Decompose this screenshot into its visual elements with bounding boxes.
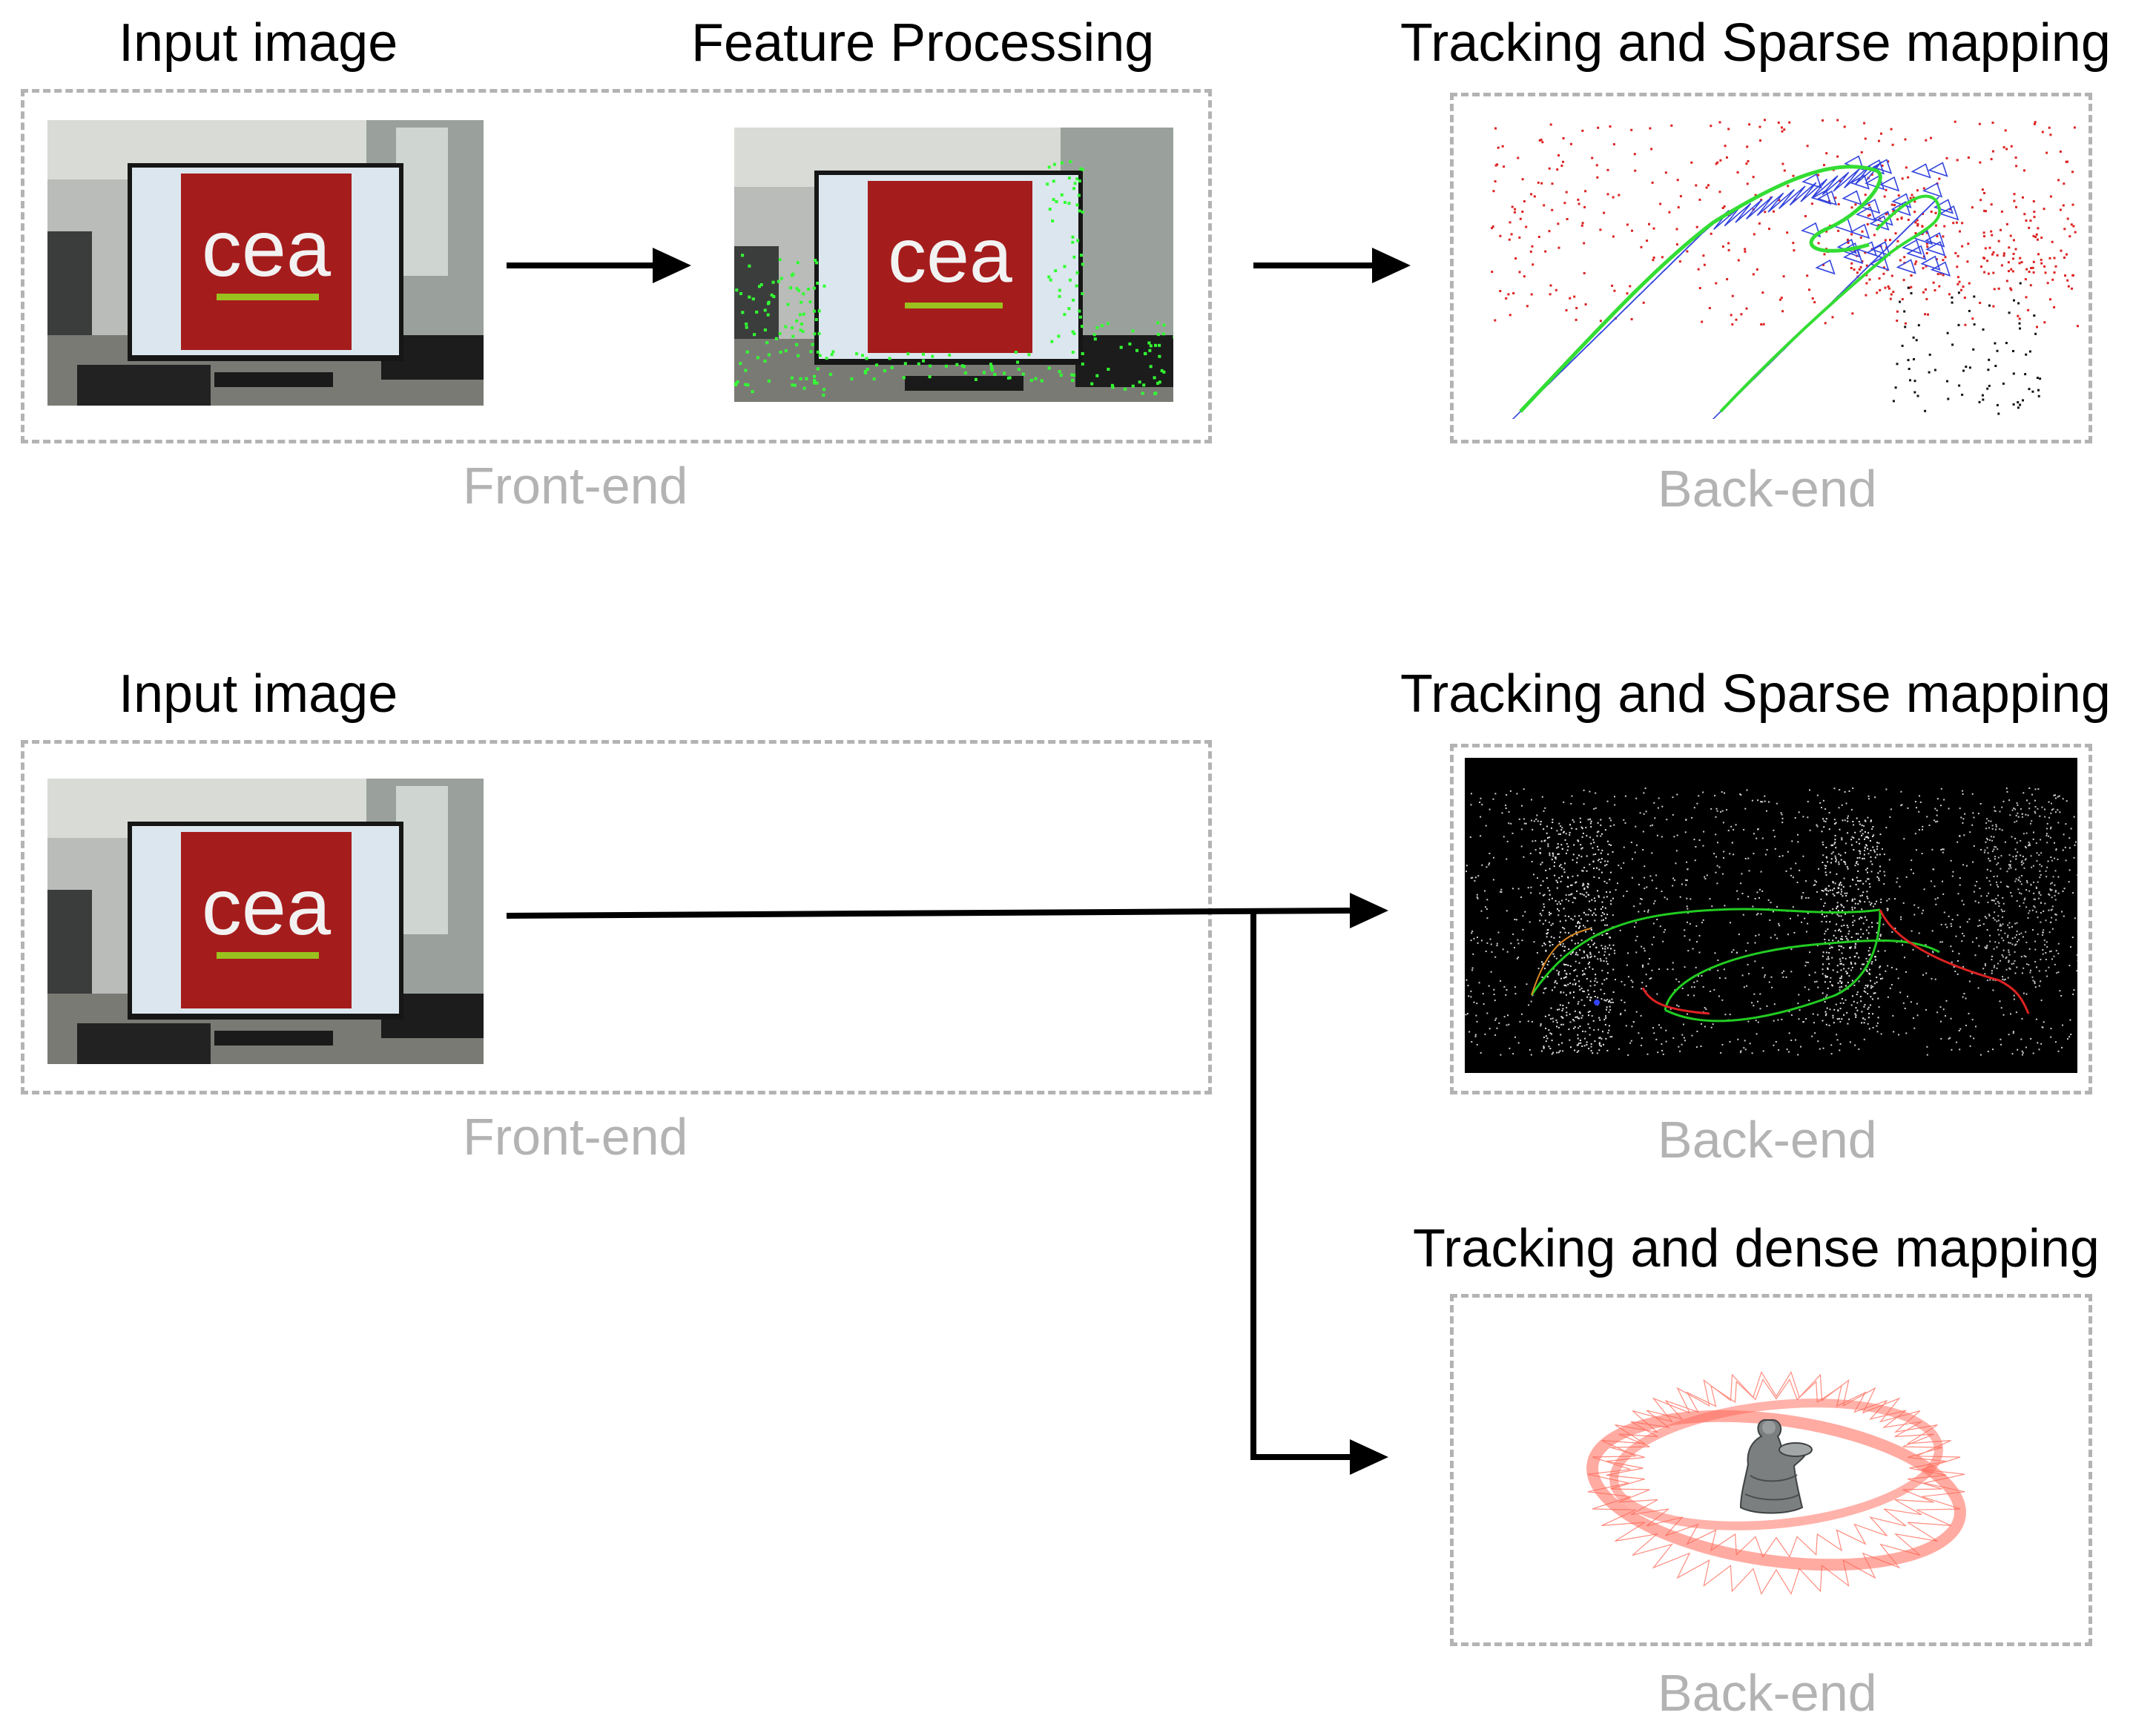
sparse-mapping-title-row2: Tracking and Sparse mapping (1400, 664, 2111, 724)
frontend-box-row2 (21, 740, 1212, 1094)
backend-label-row1: Back-end (1658, 460, 1877, 518)
dense-mapping-image (1546, 1316, 2006, 1635)
backend-label-row2: Back-end (1658, 1111, 1877, 1169)
sparse-mapping-image-row1 (1476, 104, 2084, 419)
input-image-title-row2: Input image (119, 664, 398, 724)
input-image-photo-row2: cea (47, 779, 484, 1064)
frontend-box-row1 (21, 89, 1212, 443)
feature-processing-photo: cea (734, 128, 1173, 402)
arrow-input-to-sparse-row2 (506, 908, 1351, 919)
sparse-mapping-title-row1: Tracking and Sparse mapping (1400, 13, 2111, 73)
backend-box-row1 (1450, 93, 2092, 443)
frontend-label-row1: Front-end (463, 457, 688, 515)
cea-logo-text-feature: cea (888, 213, 1012, 299)
feature-processing-title: Feature Processing (691, 13, 1155, 73)
sparse-mapping-image-row2 (1465, 758, 2077, 1073)
backend-label-row3: Back-end (1658, 1664, 1877, 1722)
cea-logo-text-row1: cea (202, 203, 332, 293)
arrow-branch-to-dense (1250, 912, 1350, 1460)
frontend-label-row2: Front-end (463, 1108, 688, 1166)
backend-box-row3 (1450, 1294, 2092, 1646)
statue-model (1739, 1419, 1813, 1514)
input-image-title-row1: Input image (119, 13, 398, 73)
cea-logo-text-row2: cea (202, 862, 332, 951)
dense-mapping-title: Tracking and dense mapping (1413, 1219, 2100, 1278)
input-image-photo-row1: cea (47, 120, 484, 406)
backend-box-row2 (1450, 744, 2092, 1094)
